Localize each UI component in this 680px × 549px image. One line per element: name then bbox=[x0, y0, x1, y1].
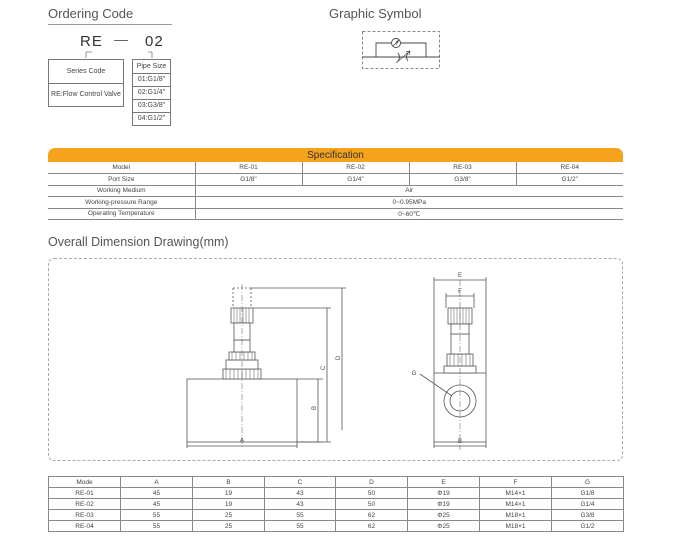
column-header: A bbox=[120, 476, 193, 488]
drawing-frame bbox=[48, 258, 623, 461]
table-header-row: Mode A B C D E F G bbox=[48, 476, 624, 488]
spec-label: Model bbox=[48, 162, 195, 174]
table-cell: 25 bbox=[192, 509, 265, 521]
table-row: RE-03 55 25 55 62 Φ25 M18×1 G3/8 bbox=[48, 509, 624, 521]
table-cell: M14×1 bbox=[479, 487, 552, 499]
dimension-drawing: A B C D E F B G bbox=[186, 273, 487, 450]
table-row: Working-pressure Range 0~0.95MPa bbox=[48, 196, 623, 209]
table-cell: 50 bbox=[335, 487, 408, 499]
spec-cell: RE-04 bbox=[515, 162, 623, 174]
table-row: Working Medium Air bbox=[48, 184, 623, 197]
table-cell: 62 bbox=[335, 520, 408, 532]
table-cell: 50 bbox=[335, 498, 408, 510]
flow-control-symbol-icon bbox=[362, 31, 440, 69]
pipe-option: 04:G1/2" bbox=[133, 111, 170, 125]
side-view bbox=[186, 284, 346, 448]
table-cell: 45 bbox=[120, 498, 193, 510]
spec-cell: RE-02 bbox=[301, 162, 409, 174]
dim-label-b-front: B bbox=[458, 439, 462, 445]
column-header: D bbox=[335, 476, 408, 488]
dimension-table: Mode A B C D E F G RE-01 45 19 43 50 Φ19… bbox=[48, 476, 624, 532]
spec-cell: 0~0.95MPa bbox=[194, 196, 623, 209]
dim-label-b: B bbox=[312, 406, 318, 410]
specification-header: Specification bbox=[48, 148, 623, 162]
table-row: Port Size G1/8" G1/4" G3/8" G1/2" bbox=[48, 173, 623, 186]
table-row: Operating Temperature 0~60℃ bbox=[48, 207, 623, 220]
spec-label: Working-pressure Range bbox=[48, 196, 195, 209]
spec-label: Port Size bbox=[48, 173, 195, 186]
table-cell: 55 bbox=[264, 509, 336, 521]
table-cell: G1/8 bbox=[551, 487, 624, 499]
spec-cell: RE-01 bbox=[194, 162, 302, 174]
table-cell: 43 bbox=[264, 487, 336, 499]
table-row: Model RE-01 RE-02 RE-03 RE-04 bbox=[48, 162, 623, 174]
table-cell: 19 bbox=[192, 487, 265, 499]
column-header: G bbox=[551, 476, 624, 488]
column-header: C bbox=[264, 476, 336, 488]
pipe-size-label: Pipe Size bbox=[136, 63, 167, 70]
spec-cell: RE-03 bbox=[408, 162, 516, 174]
table-row: RE-01 45 19 43 50 Φ19 M14×1 G1/8 bbox=[48, 487, 624, 499]
code-dash bbox=[114, 40, 128, 41]
table-cell: 55 bbox=[120, 520, 193, 532]
column-header: Mode bbox=[48, 476, 121, 488]
spec-cell: 0~60℃ bbox=[194, 207, 623, 220]
dim-label-d: D bbox=[336, 355, 342, 360]
pipe-option: 01:G1/8" bbox=[133, 72, 170, 86]
table-cell: M18×1 bbox=[479, 509, 552, 521]
dim-label-c: C bbox=[321, 365, 327, 370]
spec-cell: G3/8" bbox=[408, 173, 516, 186]
table-cell: Φ19 bbox=[407, 498, 480, 510]
table-cell: 43 bbox=[264, 498, 336, 510]
table-cell: G1/4 bbox=[551, 498, 624, 510]
table-cell: Φ19 bbox=[407, 487, 480, 499]
series-code-box: Series Code RE:Flow Control Valve bbox=[48, 59, 124, 107]
spec-label: Operating Temperature bbox=[48, 207, 195, 220]
dim-label-f: F bbox=[458, 289, 462, 295]
table-row: RE-04 55 25 55 62 Φ25 M18×1 G1/2 bbox=[48, 520, 624, 532]
table-cell: 55 bbox=[120, 509, 193, 521]
series-code-value: RE:Flow Control Valve bbox=[49, 82, 123, 107]
column-header: F bbox=[479, 476, 552, 488]
dim-label-e: E bbox=[458, 273, 462, 279]
code-suffix: 02 bbox=[145, 33, 164, 50]
table-cell: RE-03 bbox=[48, 509, 121, 521]
table-cell: Φ25 bbox=[407, 520, 480, 532]
pipe-option: 02:G1/4" bbox=[133, 85, 170, 99]
table-cell: RE-02 bbox=[48, 498, 121, 510]
table-cell: 45 bbox=[120, 487, 193, 499]
column-header: E bbox=[407, 476, 480, 488]
pipe-option: 03:G3/8" bbox=[133, 98, 170, 112]
graphic-symbol-title: Graphic Symbol bbox=[329, 6, 422, 21]
code-connector-lines bbox=[85, 51, 153, 58]
table-cell: 55 bbox=[264, 520, 336, 532]
table-cell: G3/8 bbox=[551, 509, 624, 521]
dim-label-g: G bbox=[412, 371, 417, 377]
spec-cell: G1/8" bbox=[194, 173, 302, 186]
dim-label-a: A bbox=[240, 438, 244, 444]
front-view bbox=[419, 277, 487, 450]
code-prefix: RE bbox=[80, 33, 103, 50]
table-cell: 62 bbox=[335, 509, 408, 521]
table-cell: RE-04 bbox=[48, 520, 121, 532]
table-cell: 25 bbox=[192, 520, 265, 532]
series-code-label: Series Code bbox=[66, 67, 106, 75]
ordering-title-underline bbox=[48, 24, 172, 25]
spec-cell: Air bbox=[194, 184, 623, 197]
spec-cell: G1/2" bbox=[515, 173, 623, 186]
table-cell: M18×1 bbox=[479, 520, 552, 532]
pipe-size-box: Pipe Size 01:G1/8" 02:G1/4" 03:G3/8" 04:… bbox=[132, 59, 171, 126]
table-cell: G1/2 bbox=[551, 520, 624, 532]
table-row: RE-02 45 19 43 50 Φ19 M14×1 G1/4 bbox=[48, 498, 624, 510]
ordering-code-title: Ordering Code bbox=[48, 6, 134, 21]
table-cell: RE-01 bbox=[48, 487, 121, 499]
column-header: B bbox=[192, 476, 265, 488]
spec-label: Working Medium bbox=[48, 184, 195, 197]
table-cell: 19 bbox=[192, 498, 265, 510]
table-cell: Φ25 bbox=[407, 509, 480, 521]
spec-cell: G1/4" bbox=[301, 173, 409, 186]
specification-table: Model RE-01 RE-02 RE-03 RE-04 Port Size … bbox=[48, 162, 623, 220]
overall-dimension-title: Overall Dimension Drawing(mm) bbox=[48, 235, 229, 249]
table-cell: M14×1 bbox=[479, 498, 552, 510]
